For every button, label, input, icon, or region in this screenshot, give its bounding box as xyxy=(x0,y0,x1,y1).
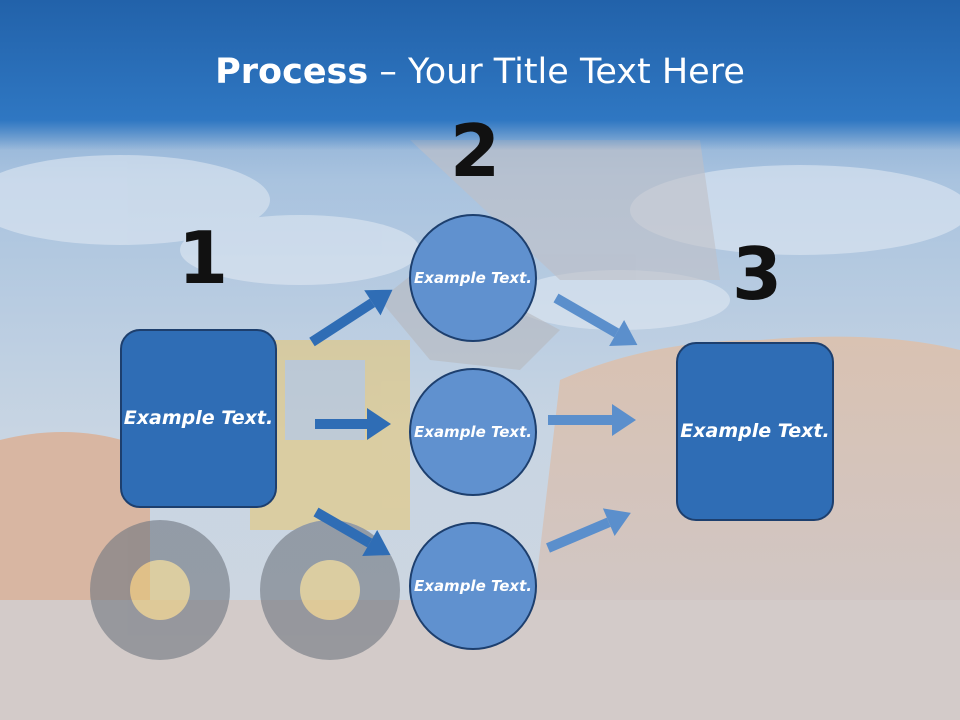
arrow-top-to-end xyxy=(553,293,638,346)
step-number-1: 1 xyxy=(178,216,229,300)
arrow-to-top-circle xyxy=(309,289,393,347)
circle-top-text: Example Text. xyxy=(414,268,532,287)
arrow-bottom-to-end xyxy=(546,508,631,553)
title-bar xyxy=(0,0,960,150)
arrow-middle-to-end xyxy=(548,404,636,436)
title-bold: Process xyxy=(215,52,369,92)
slide-title: Process – Your Title Text Here xyxy=(0,52,960,92)
arrow-to-middle-circle xyxy=(315,408,391,440)
end-box[interactable]: Example Text. xyxy=(676,342,834,521)
start-box[interactable]: Example Text. xyxy=(120,329,277,508)
title-rest: – Your Title Text Here xyxy=(368,52,745,92)
circle-middle-text: Example Text. xyxy=(414,422,532,441)
step-number-2: 2 xyxy=(450,109,501,193)
end-box-text: Example Text. xyxy=(680,420,830,443)
start-box-text: Example Text. xyxy=(123,407,274,430)
circle-bottom[interactable]: Example Text. xyxy=(409,522,537,650)
step-number-3: 3 xyxy=(732,232,783,316)
circle-middle[interactable]: Example Text. xyxy=(409,368,537,496)
arrow-to-bottom-circle xyxy=(313,507,391,556)
circle-top[interactable]: Example Text. xyxy=(409,214,537,342)
circle-bottom-text: Example Text. xyxy=(414,576,532,595)
